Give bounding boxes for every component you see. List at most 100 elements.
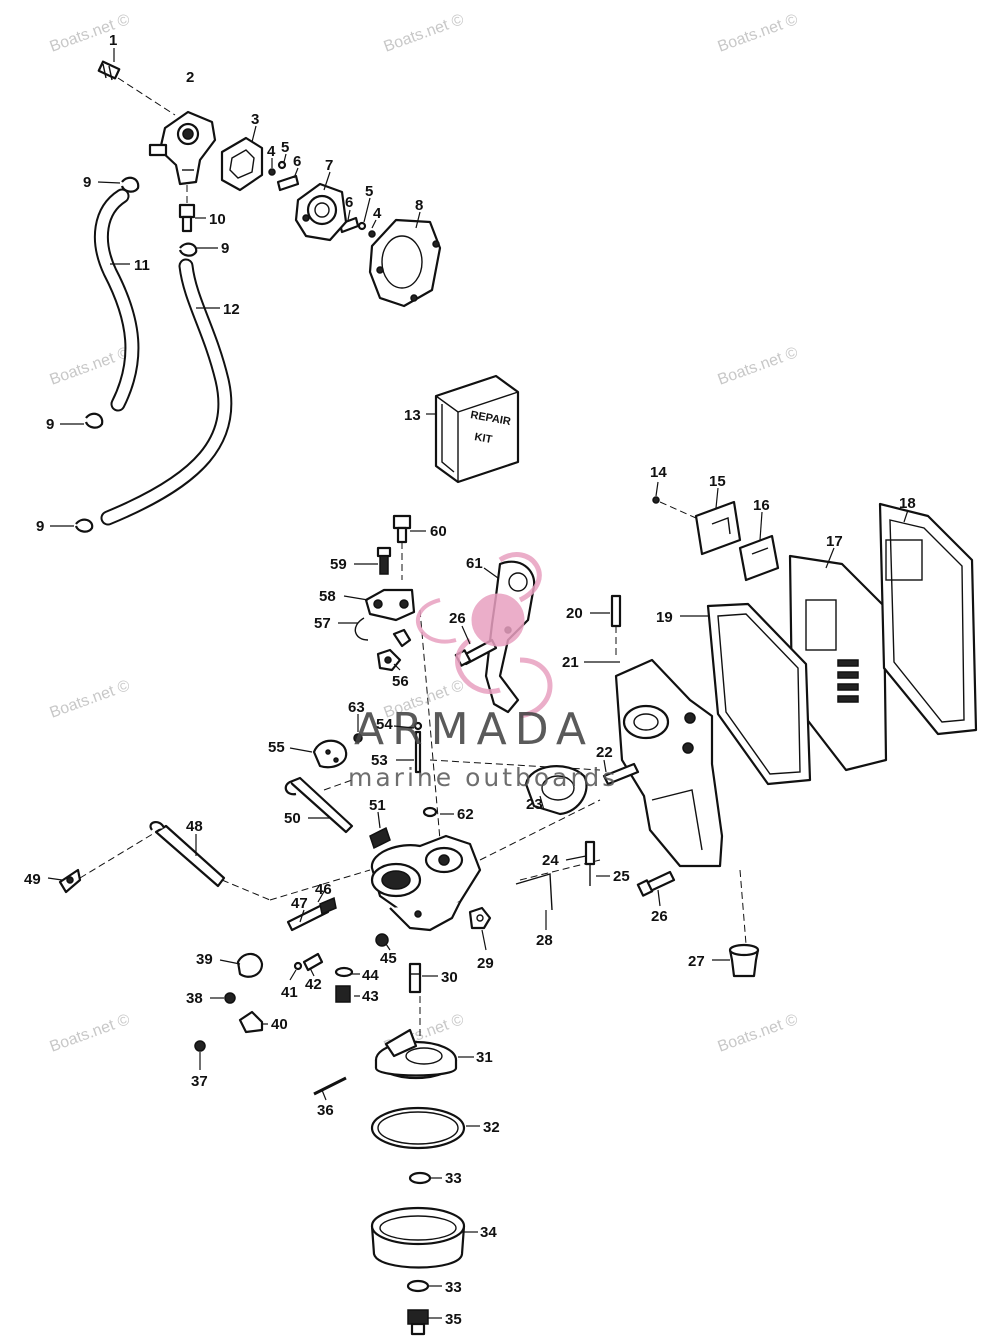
- callout-47: 47: [291, 895, 308, 912]
- part-51-spring: [369, 826, 391, 850]
- callout-38: 38: [186, 990, 203, 1007]
- part-63-screw: [353, 733, 363, 743]
- part-43-jet: [335, 985, 351, 1003]
- part-11-fuel-hose: [93, 188, 140, 412]
- callout-63: 63: [348, 699, 365, 716]
- part-26-screw-lower: [636, 870, 676, 897]
- callout-26: 26: [651, 908, 668, 925]
- part-12-fuel-hose: [100, 258, 233, 526]
- part-45-plug: [375, 933, 389, 947]
- callout-24: 24: [542, 852, 559, 869]
- float-bowl-stack: [313, 996, 466, 1336]
- part-53-54-pin: [413, 721, 423, 774]
- callout-18: 18: [899, 495, 916, 512]
- brand-logo: [416, 552, 553, 719]
- part-7-pump-body: [294, 182, 348, 242]
- part-38-screw: [224, 992, 236, 1004]
- part-28-link-rod: [515, 873, 553, 911]
- watermark: Boats.net ©: [716, 11, 801, 56]
- callout-40: 40: [271, 1016, 288, 1033]
- part-20-pin: [610, 594, 622, 656]
- callout-5: 5: [365, 183, 373, 200]
- callout-13: 13: [404, 407, 421, 424]
- callout-4: 4: [373, 205, 382, 222]
- callout-14: 14: [650, 464, 667, 481]
- callout-20: 20: [566, 605, 583, 622]
- callout-31: 31: [476, 1049, 493, 1066]
- callout-32: 32: [483, 1119, 500, 1136]
- callout-41: 41: [281, 984, 298, 1001]
- callout-9: 9: [83, 174, 91, 191]
- callout-35: 35: [445, 1311, 462, 1328]
- callout-61: 61: [466, 555, 483, 572]
- callout-39: 39: [196, 951, 213, 968]
- part-2-pump-housing: [148, 110, 217, 186]
- watermark: Boats.net ©: [48, 1011, 133, 1056]
- part-19-gasket: [706, 602, 812, 786]
- callout-62: 62: [457, 806, 474, 823]
- part-33-washer-bottom: [406, 1279, 430, 1293]
- callout-42: 42: [305, 976, 322, 993]
- part-1-screw: [97, 60, 121, 81]
- callout-60: 60: [430, 523, 447, 540]
- callout-45: 45: [380, 950, 397, 967]
- part-58-bracket: [364, 588, 416, 622]
- callout-37: 37: [191, 1073, 208, 1090]
- callout-29: 29: [477, 955, 494, 972]
- callout-6: 6: [293, 153, 301, 170]
- callout-11: 11: [134, 257, 150, 274]
- callout-10: 10: [209, 211, 226, 228]
- callout-33: 33: [445, 1279, 462, 1296]
- callout-46: 46: [315, 881, 332, 898]
- watermark: Boats.net ©: [48, 677, 133, 722]
- callout-3: 3: [251, 111, 259, 128]
- callout-8: 8: [415, 197, 423, 214]
- part-42-spring: [302, 952, 324, 972]
- part-3-gasket: [220, 136, 264, 192]
- part-62-ball: [422, 806, 438, 818]
- callout-58: 58: [319, 588, 336, 605]
- callout-12: 12: [223, 301, 240, 318]
- carburetor-group: [58, 609, 747, 1052]
- callout-50: 50: [284, 810, 301, 827]
- part-49-clip: [58, 868, 82, 894]
- part-57-clip: [354, 617, 369, 641]
- callout-34: 34: [480, 1224, 497, 1241]
- part-4-5-6-small: [268, 160, 376, 238]
- callout-30: 30: [441, 969, 458, 986]
- part-24-pin: [584, 840, 596, 866]
- callout-6: 6: [345, 194, 353, 211]
- callout-33: 33: [445, 1170, 462, 1187]
- part-34-float-bowl: [370, 1206, 466, 1269]
- part-29-nut: [468, 906, 492, 930]
- callout-9: 9: [221, 240, 229, 257]
- callout-44: 44: [362, 967, 379, 984]
- part-10-fitting: [178, 185, 196, 233]
- callout-51: 51: [369, 797, 386, 814]
- callout-21: 21: [562, 654, 579, 671]
- fuel-pump-group: [74, 60, 442, 533]
- part-46-47-needle-valve: [286, 896, 337, 932]
- callout-54: 54: [376, 716, 393, 733]
- part-44-washer: [334, 966, 354, 978]
- callout-26: 26: [449, 610, 466, 627]
- callout-2: 2: [186, 69, 194, 86]
- callout-27: 27: [688, 953, 705, 970]
- part-21-manifold: [614, 658, 724, 868]
- callout-49: 49: [24, 871, 41, 888]
- callout-57: 57: [314, 615, 331, 632]
- part-32-gasket: [370, 1106, 466, 1150]
- callout-22: 22: [596, 744, 613, 761]
- watermark: Boats.net ©: [716, 1011, 801, 1056]
- part-40-link: [238, 1010, 264, 1034]
- callout-55: 55: [268, 739, 285, 756]
- callout-1: 1: [109, 32, 117, 49]
- part-33-washer-top: [408, 1171, 432, 1185]
- callout-7: 7: [325, 157, 333, 174]
- callout-4: 4: [267, 143, 276, 160]
- part-41-ball: [293, 961, 303, 971]
- brand-tagline: marine outboards: [348, 763, 618, 792]
- callout-53: 53: [371, 752, 388, 769]
